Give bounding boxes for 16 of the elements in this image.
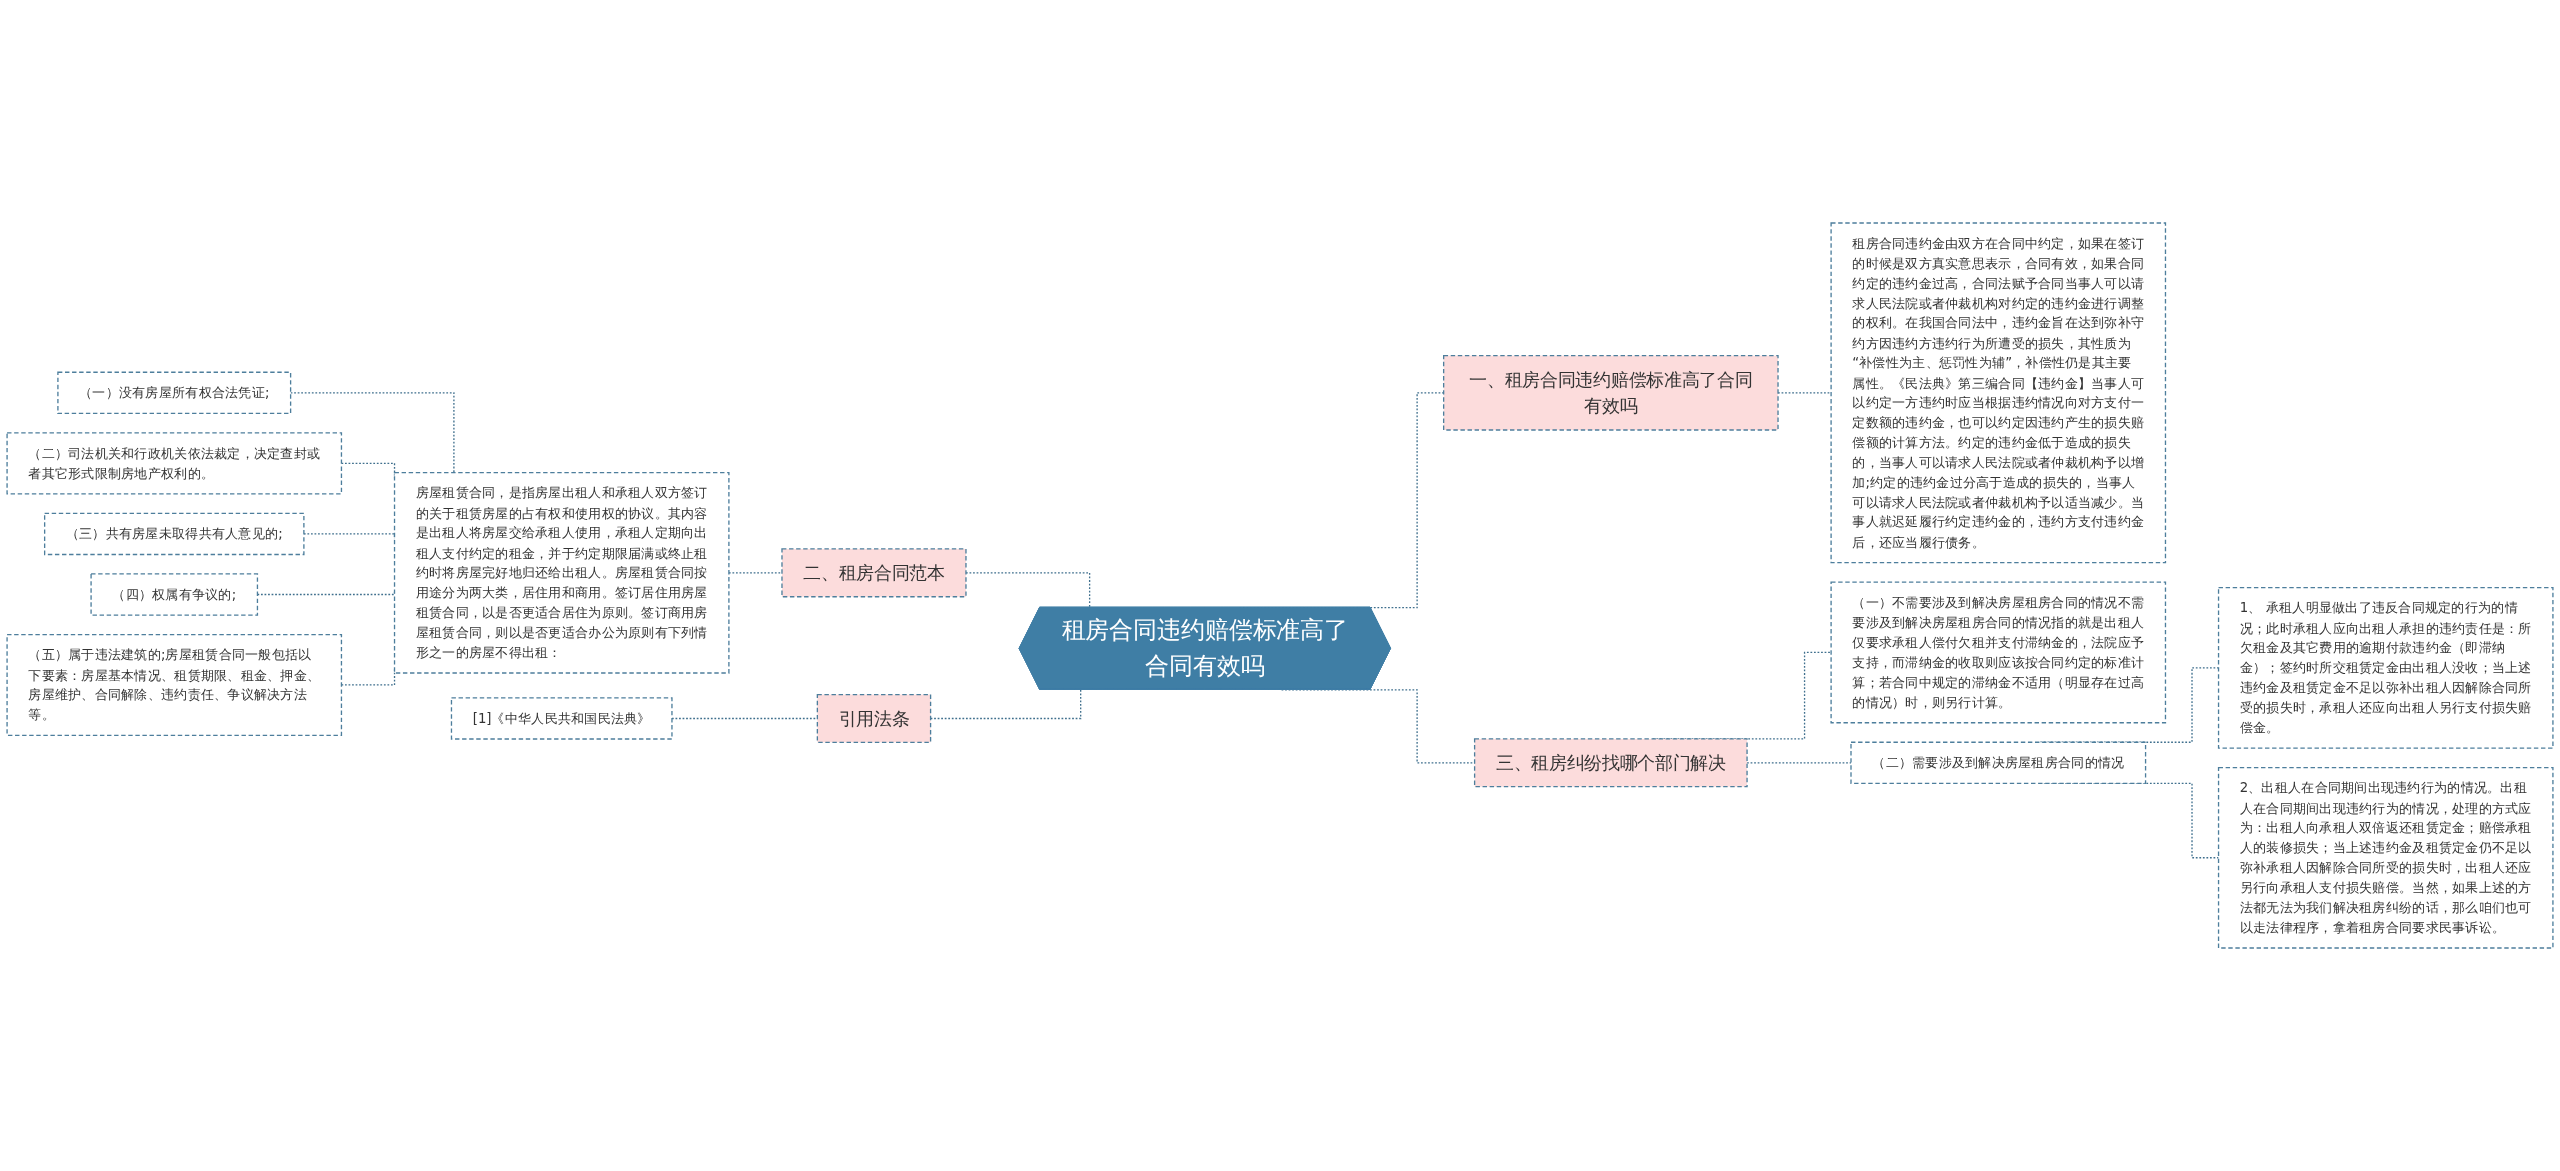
node-box: （五）属于违法建筑的;房屋租赁合同一般包括以下要素：房屋基本情况、租赁期限、租金、押金、房屋维护、合同解除、违约责任、争议解决方法等。 [6,633,343,737]
node-box: 二、租房合同范本 [781,548,967,598]
node-box: 1、 承租人明显做出了违反合同规定的行为的情况；此时承租人应向出租人承担的违约责任是：所欠租金及其它费用的逾期付款违约金（即滞纳金）；签约时所交租赁定金由出租人没收；当上述违约金及租赁定金不足以弥补出租人因解除合同所受的损失时，承租人还应向出租人另行支付损失赔偿金。 [2217,586,2554,749]
node-box: （三）共有房屋未取得共有人意见的; [43,512,305,556]
node-box: 一、租房合同违约赔偿标准高了合同有效吗 [1443,355,1779,431]
node-box: 引用法条 [816,693,932,743]
node-box: 三、租房纠纷找哪个部门解决 [1473,738,1748,788]
node-box: 房屋租赁合同，是指房屋出租人和承租人双方签订的关于租赁房屋的占有权和使用权的协议。其内容是出租人将房屋交给承租人使用，承租人定期向出租人支付约定的租金，并于约定期限届满或终止租约时将房屋完好地归还给出租人。房屋租赁合同按用途分为两大类，居住用和商用。签订居住用房屋租赁合同，以是否更适合居住为原则。签订商用房屋租赁合同，则以是否更适合办公为原则有下列情形之一的房屋不得出租： [393,472,730,674]
node-box: 租房合同违约金由双方在合同中约定，如果在签订的时候是双方真实意思表示，合同有效，如果合同约定的违约金过高，合同法赋予合同当事人可以请求人民法院或者仲裁机构对约定的违约金进行调整的权利。在我国合同法中，违约金旨在达到弥补守约方因违约方违约行为所遭受的损失，其性质为 “补偿性为主、惩罚性为辅”，补偿性仍是其主要属性。《民法典》第三编合同【违约金】当事人可以约定一方违约时应当根据违约情况向对方支付一定数额的违约金，也可以约定因违约产生的损失赔偿额的计算方法。约定的违约金低于造成的损失的，当事人可以请求人民法院或者仲裁机构予以增加;约定的违约金过分高于造成的损失的，当事人可以请求人民法院或者仲裁机构予以适当减少。当事人就迟延履行约定违约金的，违约方支付违约金后，还应当履行债务。 [1830,222,2167,564]
node-box: （二）需要涉及到解决房屋租房合同的情况 [1850,741,2147,785]
node-box: （一）没有房屋所有权合法凭证; [57,371,292,415]
node-box: 2、出租人在合同期间出现违约行为的情况。出租人在合同期间出现违约行为的情况，处理的方式应为：出租人向承租人双倍返还租赁定金；赔偿承租人的装修损失；当上述违约金及租赁定金仍不足以弥补承租人因解除合同所受的损失时，出租人还应另行向承租人支付损失赔偿。当然，如果上述的方法都无法为我们解决租房纠纷的话，那么咱们也可以走法律程序，拿着租房合同要求民事诉讼。 [2217,766,2554,949]
node-box: [1]《中华人民共和国民法典》 [450,697,673,740]
node-box: （二）司法机关和行政机关依法裁定，决定查封或者其它形式限制房地产权利的。 [6,432,343,495]
node-box: （四）权属有争议的; [90,573,259,616]
node-box: （一）不需要涉及到解决房屋租房合同的情况不需要涉及到解决房屋租房合同的情况指的就是出租人仅要求承租人偿付欠租并支付滞纳金的，法院应予支持，而滞纳金的收取则应该按合同约定的标准计算；若合同中规定的滞纳金不适用（明显存在过高的情况）时，则另行计算。 [1830,581,2167,724]
